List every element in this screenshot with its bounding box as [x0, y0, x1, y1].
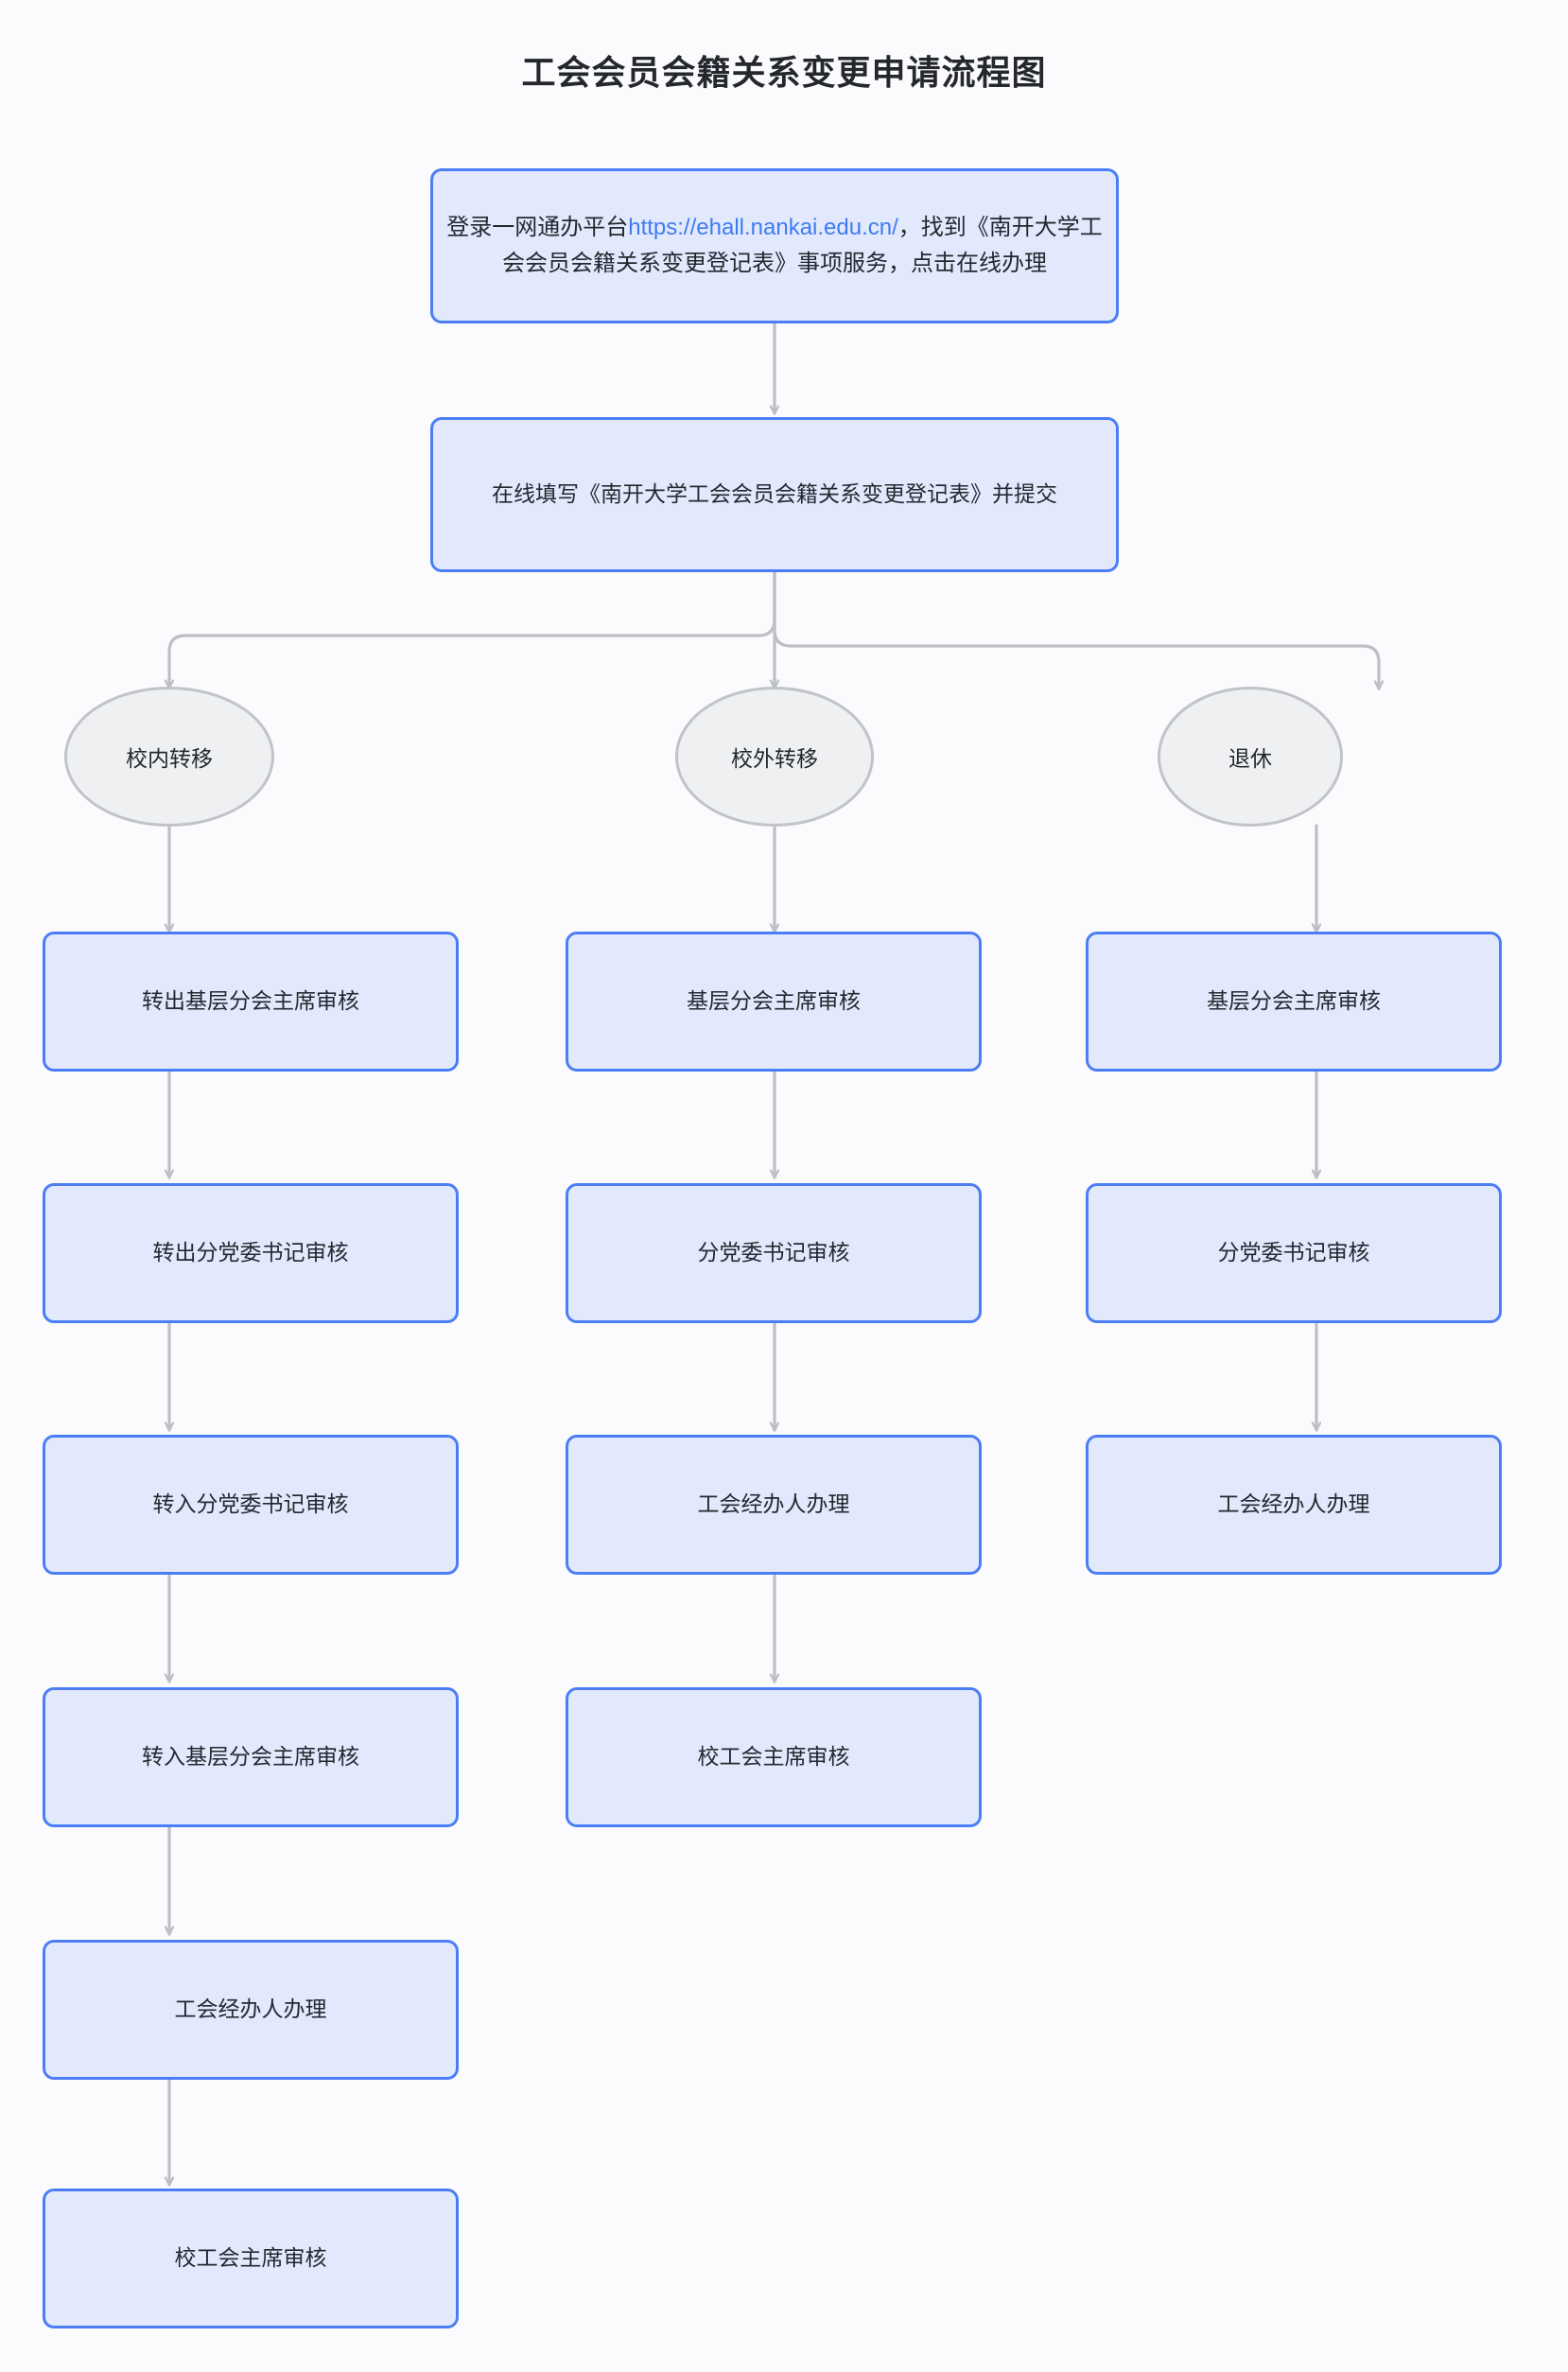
- node-branch2-step1[interactable]: 分党委书记审核: [1086, 1183, 1502, 1323]
- node-branch2-step0-label: 基层分会主席审核: [1207, 988, 1381, 1014]
- node-fill-form-label: 在线填写《南开大学工会会员会籍关系变更登记表》并提交: [492, 481, 1057, 507]
- node-branch0-step0[interactable]: 转出基层分会主席审核: [43, 932, 459, 1072]
- node-branch0-step2-label: 转入分党委书记审核: [152, 1491, 349, 1517]
- page-title: 工会会员会籍关系变更申请流程图: [521, 53, 1047, 92]
- node-branch2-step2[interactable]: 工会经办人办理: [1086, 1435, 1502, 1575]
- decision-internal-transfer-label: 校内转移: [126, 746, 213, 771]
- ehall-link[interactable]: https://ehall.nankai.edu.cn/: [628, 214, 898, 240]
- node-branch2-step2-label: 工会经办人办理: [1217, 1491, 1370, 1517]
- node-branch2-step1-label: 分党委书记审核: [1217, 1240, 1370, 1265]
- node-branch1-step1[interactable]: 分党委书记审核: [566, 1183, 982, 1323]
- node-branch1-step2-label: 工会经办人办理: [697, 1491, 850, 1517]
- node-branch2-step0[interactable]: 基层分会主席审核: [1086, 932, 1502, 1072]
- node-branch0-step5-label: 校工会主席审核: [174, 2245, 327, 2271]
- decision-internal-transfer[interactable]: 校内转移: [64, 687, 274, 827]
- start-text-after-link: ，找到《南开大学工会会员会籍关系变更登记表》事项服务，点击在线办理: [502, 214, 1103, 276]
- node-branch0-step0-label: 转出基层分会主席审核: [142, 988, 359, 1014]
- node-branch1-step3-label: 校工会主席审核: [697, 1744, 850, 1770]
- node-branch1-step2[interactable]: 工会经办人办理: [566, 1435, 982, 1575]
- node-branch1-step0[interactable]: 基层分会主席审核: [566, 932, 982, 1072]
- node-branch0-step5[interactable]: 校工会主席审核: [43, 2189, 459, 2328]
- node-branch0-step1[interactable]: 转出分党委书记审核: [43, 1183, 459, 1323]
- node-branch0-step4-label: 工会经办人办理: [174, 1997, 327, 2022]
- start-text-before-link: 登录一网通办平台: [446, 214, 629, 240]
- node-branch1-step3[interactable]: 校工会主席审核: [566, 1687, 982, 1827]
- node-branch0-step3-label: 转入基层分会主席审核: [142, 1744, 359, 1770]
- node-branch0-step3[interactable]: 转入基层分会主席审核: [43, 1687, 459, 1827]
- decision-external-transfer[interactable]: 校外转移: [675, 687, 874, 827]
- node-start[interactable]: 登录一网通办平台https://ehall.nankai.edu.cn/，找到《…: [430, 168, 1119, 323]
- decision-retirement-label: 退休: [1228, 746, 1272, 771]
- node-branch0-step4[interactable]: 工会经办人办理: [43, 1940, 459, 2080]
- node-branch0-step1-label: 转出分党委书记审核: [152, 1240, 349, 1265]
- decision-external-transfer-label: 校外转移: [731, 746, 818, 771]
- node-branch0-step2[interactable]: 转入分党委书记审核: [43, 1435, 459, 1575]
- node-branch1-step0-label: 基层分会主席审核: [687, 988, 861, 1014]
- node-branch1-step1-label: 分党委书记审核: [697, 1240, 850, 1265]
- decision-retirement[interactable]: 退休: [1158, 687, 1343, 827]
- node-fill-form[interactable]: 在线填写《南开大学工会会员会籍关系变更登记表》并提交: [430, 417, 1119, 572]
